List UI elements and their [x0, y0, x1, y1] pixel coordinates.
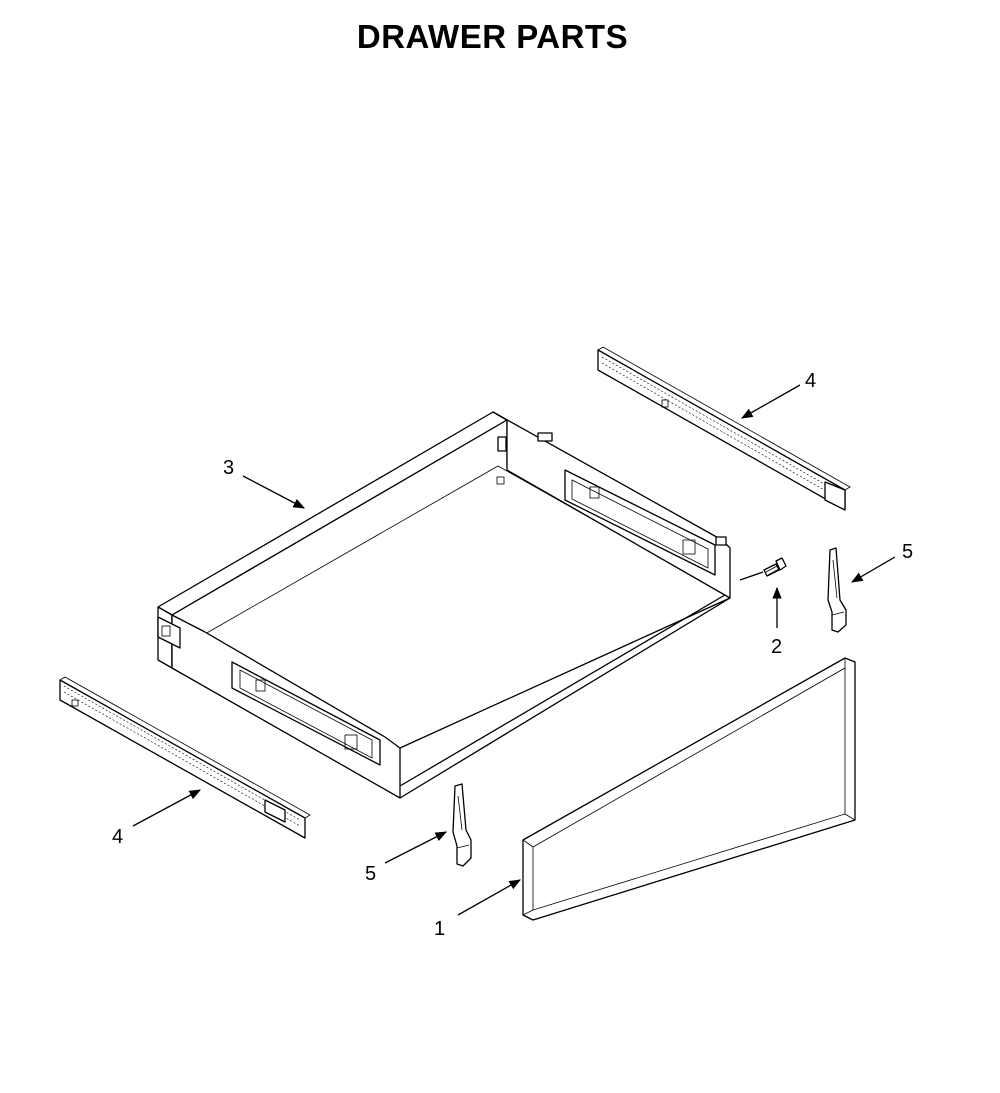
leader-5-left [384, 831, 448, 864]
callout-5-right: 5 [902, 541, 913, 563]
callout-4-right: 4 [805, 370, 816, 392]
callout-5-left: 5 [365, 863, 376, 885]
leader-1 [457, 879, 522, 916]
leader-2-screw [739, 571, 764, 581]
leader-5-right [850, 556, 896, 583]
diagram-title: DRAWER PARTS [356, 18, 629, 55]
slide-rail-part-4-left [59, 676, 311, 839]
callout-4-left: 4 [112, 826, 123, 848]
callout-1: 1 [434, 918, 445, 940]
leader-3 [242, 475, 306, 509]
screw-part-2 [763, 557, 787, 577]
drawer-tray-part-3 [157, 411, 731, 799]
slide-rail-part-4-right [597, 346, 851, 511]
drawer-front-part-1 [522, 657, 856, 921]
slide-clip-part-5-right [827, 547, 847, 633]
leader-4-right [740, 384, 801, 419]
callout-2: 2 [771, 636, 782, 658]
callout-3: 3 [223, 457, 234, 479]
leader-lines [132, 384, 896, 916]
leader-4-left [132, 789, 202, 827]
slide-clip-part-5-left [452, 783, 472, 867]
callouts: 3 4 2 5 4 5 1 [112, 370, 913, 940]
